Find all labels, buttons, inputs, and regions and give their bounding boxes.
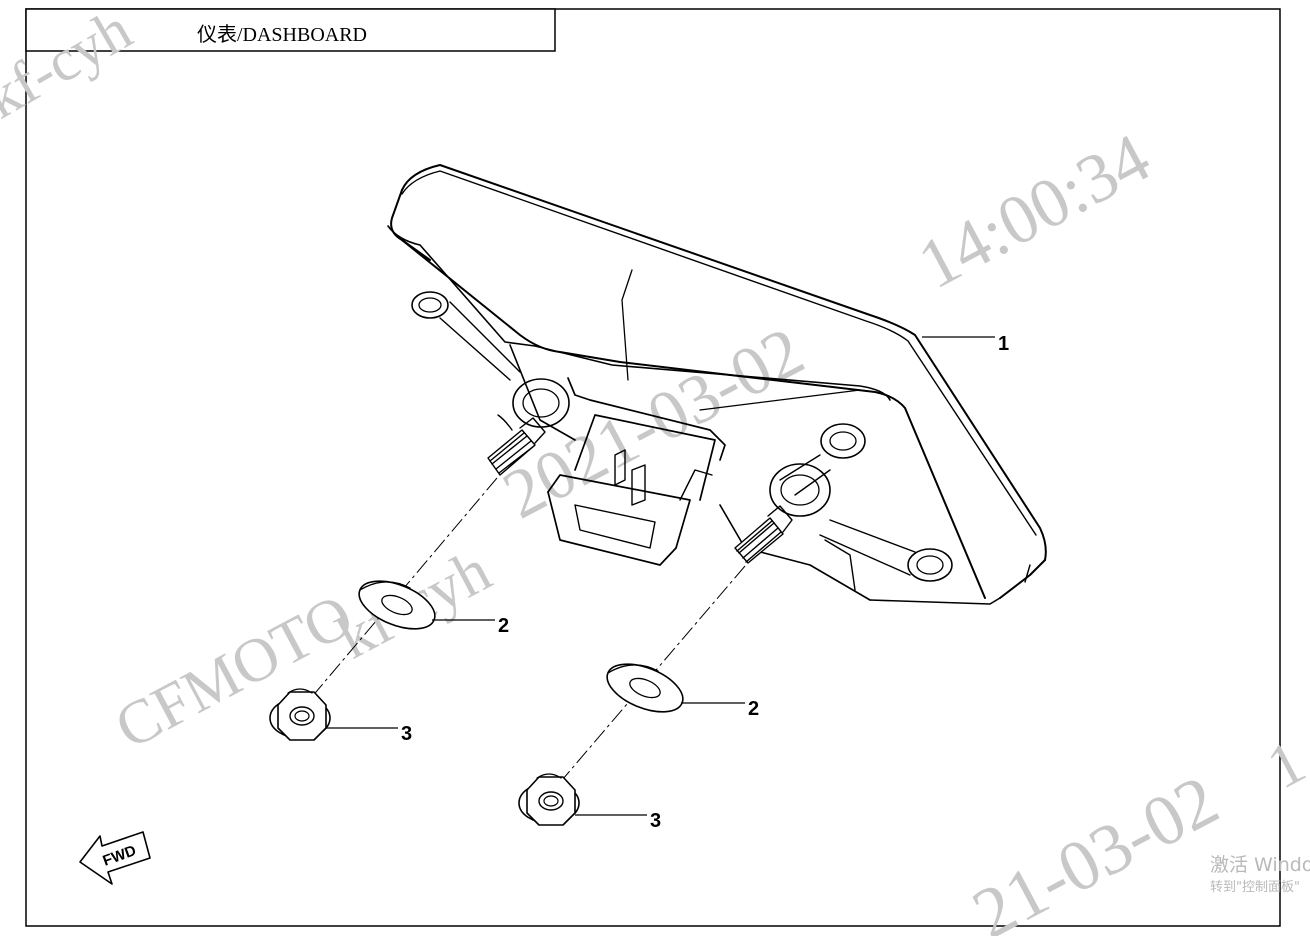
callout-3-upper: 3 bbox=[401, 723, 412, 745]
watermark-user-top: kf-cyh bbox=[0, 0, 142, 131]
dashboard-housing bbox=[387, 164, 1047, 605]
callout-2-lower: 2 bbox=[748, 698, 759, 720]
fwd-arrow: FWD bbox=[79, 831, 151, 885]
stud-left bbox=[487, 417, 546, 476]
washer-upper bbox=[358, 580, 436, 630]
washer-lower bbox=[606, 663, 684, 713]
leader-lines bbox=[326, 336, 995, 816]
callout-1: 1 bbox=[998, 333, 1009, 355]
stud-right bbox=[734, 505, 793, 564]
callout-3-lower: 3 bbox=[650, 810, 661, 832]
flange-nut-lower bbox=[518, 773, 580, 826]
watermark-date-corner: 21-03-02 bbox=[960, 760, 1231, 936]
watermark-time: 14:00:34 bbox=[906, 119, 1162, 304]
windows-activation-hint: 转到"控制面板" bbox=[1210, 880, 1300, 895]
watermark-brand: CFMOTO bbox=[105, 582, 364, 763]
flange-nut-upper bbox=[269, 688, 331, 741]
fwd-arrow-icon bbox=[79, 831, 151, 885]
title-box bbox=[25, 8, 556, 52]
callout-2-upper: 2 bbox=[498, 615, 509, 637]
drawing-border bbox=[25, 8, 1281, 927]
windows-activation-title: 激活 Windo bbox=[1210, 854, 1310, 876]
diagram-title: 仪表/DASHBOARD bbox=[197, 23, 367, 46]
watermark-edge-digit: 1 bbox=[1257, 728, 1310, 803]
center-line-right bbox=[544, 565, 746, 801]
